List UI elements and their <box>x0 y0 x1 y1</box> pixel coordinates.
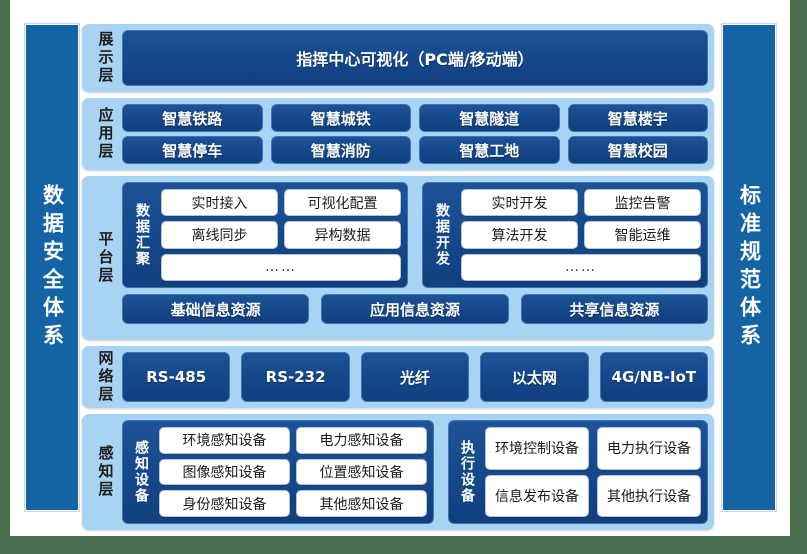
layer-application-label: 应用层 <box>96 107 115 161</box>
layer-network-label-box: 网络层 <box>88 350 122 404</box>
block-application-information-resources[interactable]: 应用信息资源 <box>321 294 509 324</box>
block-power-sensing-device[interactable]: 电力感知设备 <box>296 427 427 454</box>
block-rs485[interactable]: RS-485 <box>122 352 231 402</box>
pillar-left-label: 数据安全体系 <box>40 183 65 352</box>
block-realtime-ingest[interactable]: 实时接入 <box>161 189 278 217</box>
sensing-devices-row-2: 图像感知设备 位置感知设备 <box>159 458 427 486</box>
block-offline-sync[interactable]: 离线同步 <box>161 221 278 249</box>
pillar-right-label: 标准规范体系 <box>737 183 762 352</box>
pillar-data-security: 数据安全体系 <box>25 24 79 511</box>
block-identity-sensing-device[interactable]: 身份感知设备 <box>159 490 290 518</box>
group-sensing-devices-label: 感知设备 <box>133 440 149 504</box>
layer-perception: 感知层 感知设备 环境感知设备 电力感知设备 图像感知设备 位置感 <box>82 414 714 530</box>
layer-platform-label: 平台层 <box>96 231 115 285</box>
block-smart-firefighting[interactable]: 智慧消防 <box>270 136 411 164</box>
layer-application-label-box: 应用层 <box>88 104 122 164</box>
layer-platform-body: 数据汇聚 实时接入 可视化配置 离线同步 异构数据 …… <box>122 182 708 334</box>
platform-resources: 基础信息资源 应用信息资源 共享信息资源 <box>122 294 708 324</box>
group-data-aggregation-label: 数据汇聚 <box>134 203 150 267</box>
group-sensing-devices: 感知设备 环境感知设备 电力感知设备 图像感知设备 位置感知设备 身份感知设备 <box>122 420 434 524</box>
group-sensing-devices-grid: 环境感知设备 电力感知设备 图像感知设备 位置感知设备 身份感知设备 其他感知设… <box>159 427 427 518</box>
data-development-row-2: 算法开发 智能运维 <box>461 221 701 249</box>
layer-display-body: 指挥中心可视化（PC端/移动端） <box>122 30 708 86</box>
block-environment-control-device[interactable]: 环境控制设备 <box>485 427 589 470</box>
layer-network-label: 网络层 <box>96 350 115 404</box>
layer-display-label: 展示层 <box>96 31 115 85</box>
layer-perception-label-box: 感知层 <box>88 420 122 524</box>
layer-display-label-box: 展示层 <box>88 30 122 86</box>
block-data-aggregation-more[interactable]: …… <box>161 253 401 281</box>
layer-platform-label-box: 平台层 <box>88 182 122 334</box>
network-row: RS-485 RS-232 光纤 以太网 4G/NB-IoT <box>122 352 709 402</box>
group-actuator-devices-label: 执行设备 <box>459 440 475 504</box>
block-smart-construction-site[interactable]: 智慧工地 <box>419 136 560 164</box>
group-data-development-grid: 实时开发 监控告警 算法开发 智能运维 …… <box>461 189 701 281</box>
group-data-aggregation-label-box: 数据汇聚 <box>129 189 155 281</box>
sensing-devices-row-3: 身份感知设备 其他感知设备 <box>159 490 427 518</box>
layer-network-body: RS-485 RS-232 光纤 以太网 4G/NB-IoT <box>122 352 709 402</box>
block-shared-information-resources[interactable]: 共享信息资源 <box>520 294 708 324</box>
layer-application-body: 智慧铁路 智慧城铁 智慧隧道 智慧楼宇 智慧停车 智慧消防 智慧工地 智慧校园 <box>122 104 708 164</box>
block-smart-campus[interactable]: 智慧校园 <box>567 136 708 164</box>
block-intelligent-ops[interactable]: 智能运维 <box>584 221 701 249</box>
data-aggregation-row-2: 离线同步 异构数据 <box>161 221 401 249</box>
diagram-canvas: 数据安全体系 标准规范体系 展示层 指挥中心可视化（PC端/移动端） 应用层 智… <box>10 0 790 536</box>
block-smart-railway[interactable]: 智慧铁路 <box>122 104 263 132</box>
block-optical-fiber[interactable]: 光纤 <box>360 352 470 402</box>
application-row-1: 智慧铁路 智慧城铁 智慧隧道 智慧楼宇 <box>122 104 708 132</box>
platform-groups: 数据汇聚 实时接入 可视化配置 离线同步 异构数据 …… <box>122 182 708 288</box>
layer-application: 应用层 智慧铁路 智慧城铁 智慧隧道 智慧楼宇 智慧停车 智慧消防 智慧工地 智… <box>82 98 714 170</box>
data-aggregation-row-3: …… <box>161 253 401 281</box>
layer-network: 网络层 RS-485 RS-232 光纤 以太网 4G/NB-IoT <box>82 346 714 408</box>
block-smart-parking[interactable]: 智慧停车 <box>122 136 263 164</box>
block-algorithm-development[interactable]: 算法开发 <box>461 221 578 249</box>
block-data-development-more[interactable]: …… <box>461 253 701 281</box>
block-image-sensing-device[interactable]: 图像感知设备 <box>159 458 290 486</box>
group-data-aggregation-grid: 实时接入 可视化配置 离线同步 异构数据 …… <box>161 189 401 281</box>
group-data-development: 数据开发 实时开发 监控告警 算法开发 智能运维 …… <box>422 182 708 288</box>
block-ethernet[interactable]: 以太网 <box>480 352 589 402</box>
layer-platform: 平台层 数据汇聚 实时接入 可视化配置 离线同步 异构数据 <box>82 176 714 340</box>
data-development-row-3: …… <box>461 253 701 281</box>
data-aggregation-row-1: 实时接入 可视化配置 <box>161 189 401 217</box>
group-actuator-devices: 执行设备 环境控制设备 电力执行设备 信息发布设备 其他执行设备 <box>448 420 708 524</box>
block-basic-information-resources[interactable]: 基础信息资源 <box>122 294 310 324</box>
group-data-aggregation: 数据汇聚 实时接入 可视化配置 离线同步 异构数据 …… <box>122 182 408 288</box>
block-visualization-config[interactable]: 可视化配置 <box>284 189 401 217</box>
block-smart-tunnel[interactable]: 智慧隧道 <box>419 104 560 132</box>
block-monitoring-alarm[interactable]: 监控告警 <box>584 189 701 217</box>
group-actuator-devices-label-box: 执行设备 <box>455 427 479 517</box>
group-data-development-label-box: 数据开发 <box>429 189 455 281</box>
block-heterogeneous-data[interactable]: 异构数据 <box>284 221 401 249</box>
group-sensing-devices-label-box: 感知设备 <box>129 427 153 517</box>
pillar-standards: 标准规范体系 <box>722 24 776 511</box>
layer-display: 展示层 指挥中心可视化（PC端/移动端） <box>82 24 714 92</box>
block-4g-nbiot[interactable]: 4G/NB-IoT <box>599 352 709 402</box>
layer-perception-label: 感知层 <box>96 445 115 499</box>
data-development-row-1: 实时开发 监控告警 <box>461 189 701 217</box>
block-smart-urban-rail[interactable]: 智慧城铁 <box>270 104 411 132</box>
application-row-2: 智慧停车 智慧消防 智慧工地 智慧校园 <box>122 136 708 164</box>
block-command-center-visualization[interactable]: 指挥中心可视化（PC端/移动端） <box>122 30 708 86</box>
block-realtime-development[interactable]: 实时开发 <box>461 189 578 217</box>
block-other-sensing-device[interactable]: 其他感知设备 <box>296 490 427 518</box>
block-other-actuator-device[interactable]: 其他执行设备 <box>597 474 701 517</box>
block-environment-sensing-device[interactable]: 环境感知设备 <box>159 427 290 454</box>
actuator-devices-row-2: 信息发布设备 其他执行设备 <box>485 474 701 517</box>
group-actuator-devices-grid: 环境控制设备 电力执行设备 信息发布设备 其他执行设备 <box>485 427 701 517</box>
block-smart-building[interactable]: 智慧楼宇 <box>567 104 708 132</box>
sensing-devices-row-1: 环境感知设备 电力感知设备 <box>159 427 427 454</box>
actuator-devices-row-1: 环境控制设备 电力执行设备 <box>485 427 701 470</box>
block-location-sensing-device[interactable]: 位置感知设备 <box>296 458 427 486</box>
group-data-development-label: 数据开发 <box>434 203 450 267</box>
block-power-actuator-device[interactable]: 电力执行设备 <box>597 427 701 470</box>
perception-groups: 感知设备 环境感知设备 电力感知设备 图像感知设备 位置感知设备 身份感知设备 <box>122 420 708 524</box>
block-rs232[interactable]: RS-232 <box>241 352 350 402</box>
layer-perception-body: 感知设备 环境感知设备 电力感知设备 图像感知设备 位置感知设备 身份感知设备 <box>122 420 708 524</box>
block-information-release-device[interactable]: 信息发布设备 <box>485 474 589 517</box>
